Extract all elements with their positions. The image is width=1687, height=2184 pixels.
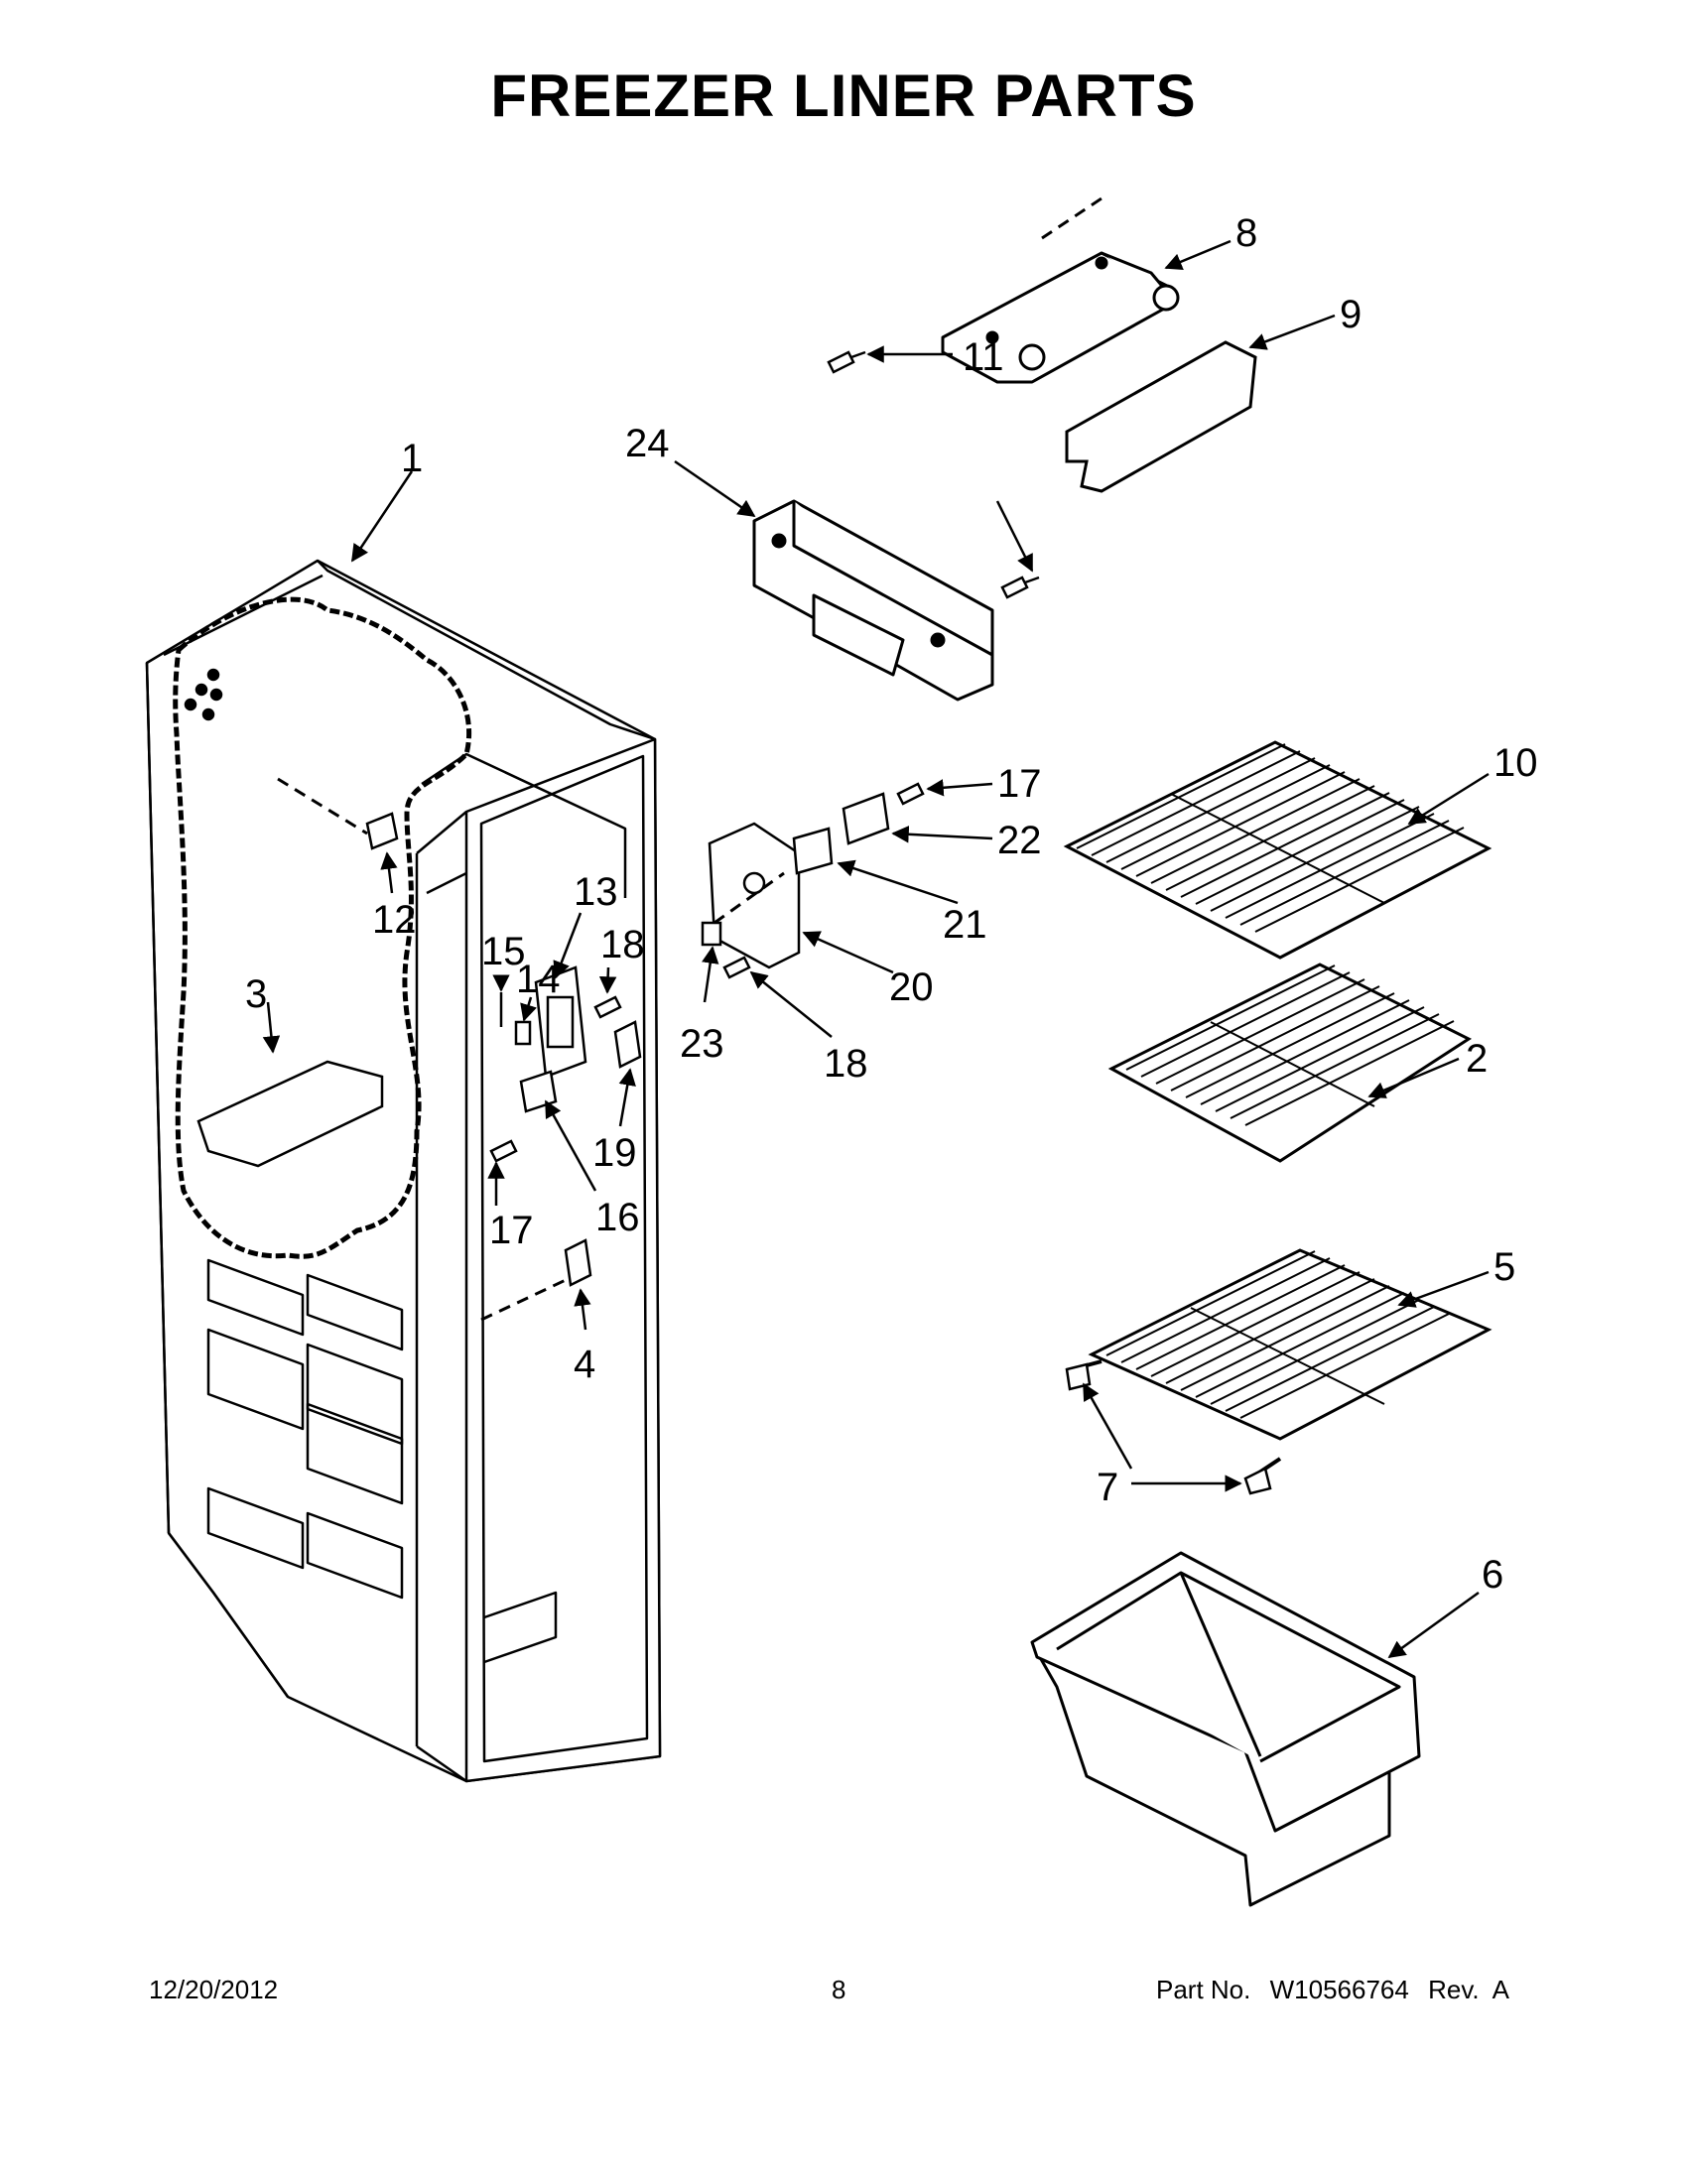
callout-12: 12 [372, 898, 417, 942]
footer-date: 12/20/2012 [149, 1975, 279, 2004]
shelf-10 [1063, 740, 1492, 960]
light-shield [1065, 340, 1257, 493]
callout-24: 24 [625, 422, 670, 465]
callout-21: 21 [943, 903, 987, 947]
callout-16: 16 [595, 1196, 640, 1239]
callout-9: 9 [1340, 293, 1362, 336]
callout-18-lower: 18 [824, 1042, 868, 1086]
freezer-liner [145, 559, 662, 1783]
callout-15: 15 [481, 930, 526, 973]
callout-23: 23 [680, 1022, 724, 1066]
page-title: FREEZER LINER PARTS [490, 63, 1197, 129]
callout-5: 5 [1493, 1245, 1515, 1289]
callout-14: 14 [516, 958, 561, 1001]
callout-19: 19 [592, 1131, 637, 1175]
callout-11: 11 [963, 335, 1004, 379]
callout-17-mid: 17 [489, 1209, 534, 1252]
tray-bracket [752, 499, 994, 702]
callout-8: 8 [1235, 211, 1257, 255]
leader-arrows [262, 239, 1490, 1659]
footer-part-label: Part No. [1156, 1975, 1251, 2004]
callout-17-top: 17 [997, 762, 1042, 806]
callout-4: 4 [574, 1343, 595, 1386]
callout-6: 6 [1482, 1553, 1503, 1597]
callout-20: 20 [889, 965, 934, 1009]
freezer-bin [1030, 1551, 1421, 1907]
footer-part-number: W10566764 [1269, 1975, 1409, 2004]
shelf-5 [1071, 1248, 1492, 1480]
callout-labels: 1 2 3 4 5 6 7 8 9 10 11 12 13 14 15 16 1… [245, 211, 1538, 1597]
callout-22: 22 [997, 819, 1042, 862]
callout-2: 2 [1466, 1037, 1488, 1081]
footer-part-info: Part No. W10566764 Rev. A [1156, 1975, 1509, 2005]
shelf-cover [941, 251, 1180, 384]
callout-3: 3 [245, 972, 267, 1016]
callout-1: 1 [401, 437, 423, 480]
footer-page-number: 8 [832, 1975, 846, 2004]
assembly-lines [277, 196, 1103, 1322]
callout-18-mid: 18 [600, 923, 645, 966]
shelf-2 [1107, 963, 1473, 1163]
callout-13: 13 [574, 870, 618, 914]
small-hardware [196, 350, 1272, 1495]
callout-10: 10 [1493, 741, 1538, 785]
callout-7: 7 [1097, 1466, 1118, 1509]
footer-revision: Rev. A [1428, 1975, 1509, 2004]
